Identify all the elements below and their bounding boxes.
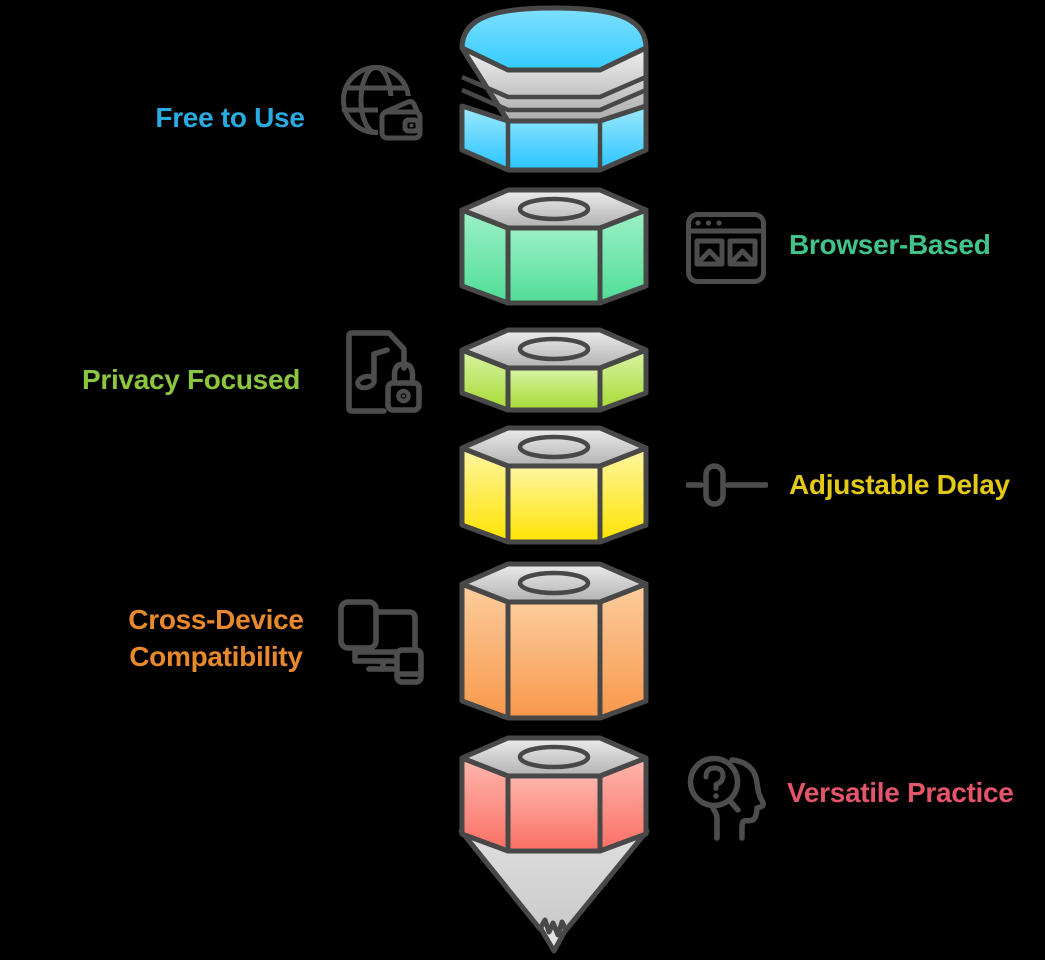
feature-label-privacy-focused: Privacy Focused (81, 364, 301, 395)
segment-privacy-focused (459, 327, 649, 413)
segment-eraser (459, 5, 649, 173)
segment-browser-based (459, 187, 649, 306)
slider-icon (686, 463, 768, 507)
feature-label-versatile-practice: Versatile Practice (787, 777, 1014, 808)
pencil-tip (458, 828, 650, 954)
head-question-icon (687, 755, 766, 841)
feature-label-cross-device: Cross-Device Compatibility (91, 601, 341, 675)
devices-icon (338, 599, 424, 685)
feature-label-adjustable-delay: Adjustable Delay (789, 469, 1010, 500)
music-file-lock-icon (346, 330, 422, 414)
feature-label-browser-based: Browser-Based (789, 229, 991, 260)
cross-device-line-1: Cross-Device (128, 604, 304, 635)
cross-device-line-2: Compatibility (129, 641, 303, 672)
globe-wallet-icon (341, 65, 424, 150)
feature-label-free-to-use: Free to Use (155, 102, 305, 133)
browser-window-icon (686, 212, 766, 284)
segment-versatile-practice (459, 735, 649, 854)
segment-adjustable-delay (459, 425, 649, 545)
segment-cross-device (459, 561, 649, 721)
